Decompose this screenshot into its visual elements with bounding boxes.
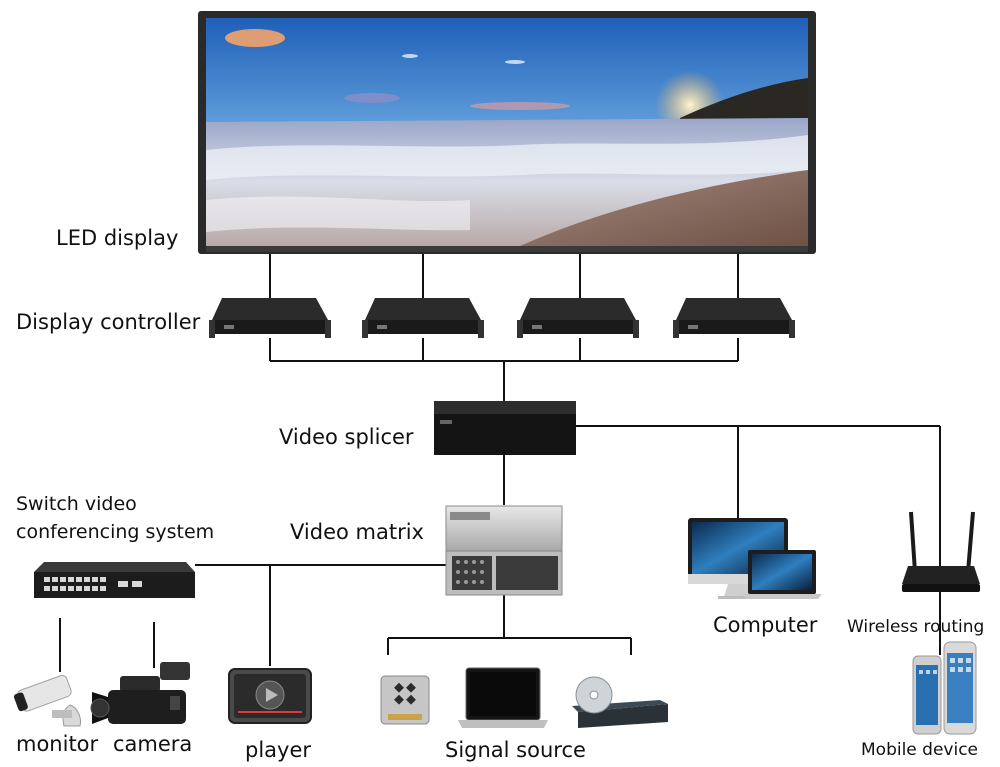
video-splicer-icon (434, 401, 576, 455)
wireless-router-icon (902, 511, 980, 592)
display-controller-icon (209, 298, 795, 338)
network-switch-icon (34, 562, 195, 598)
wireless-routing-label: Wireless routing (847, 617, 985, 637)
video-camera-icon (90, 662, 190, 724)
switch-label-line1: Switch video (16, 493, 137, 515)
video-splicer-label: Video splicer (279, 425, 414, 449)
laptop-icon (458, 667, 548, 728)
dvd-player-icon (572, 676, 668, 728)
computer-label: Computer (713, 613, 818, 637)
player-label: player (245, 738, 312, 762)
mobile-phone-icon (912, 641, 977, 735)
signal-source-label: Signal source (445, 738, 586, 762)
connection-lines (59, 252, 941, 672)
security-camera-icon (13, 674, 81, 727)
computer-icon (688, 518, 822, 599)
led-display-label: LED display (56, 226, 179, 250)
led-screen-icon (198, 11, 816, 254)
mobile-device-label: Mobile device (861, 740, 979, 760)
hard-drive-icon (380, 675, 430, 725)
switch-label-line2: conferencing system (16, 521, 215, 543)
camera-label: camera (113, 732, 193, 756)
media-player-icon (228, 668, 312, 724)
display-controller-label: Display controller (16, 310, 201, 334)
video-matrix-icon (445, 505, 563, 596)
video-matrix-label: Video matrix (290, 520, 424, 544)
monitor-label: monitor (16, 732, 99, 756)
